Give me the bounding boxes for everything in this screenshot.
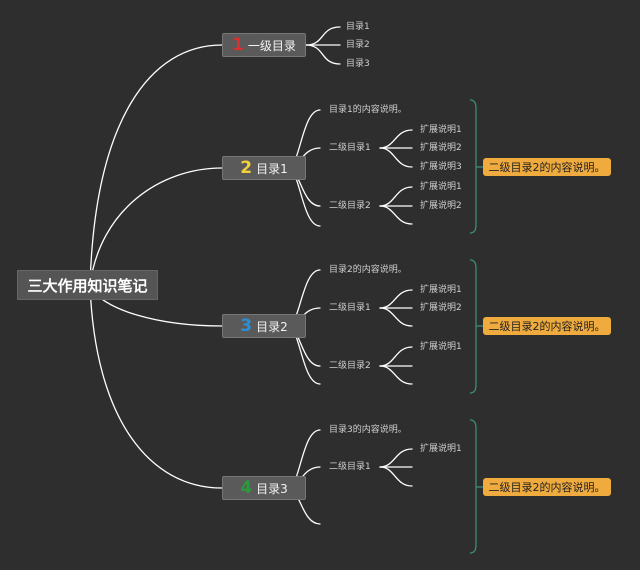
summary-bracket-b4 (469, 419, 477, 554)
summary-bracket-b3 (469, 259, 477, 394)
b3-desc[interactable]: 目录2的内容说明。 (329, 265, 407, 275)
connector-b4s1-leaf-1 (379, 448, 413, 468)
b2-sub1-leaf-1[interactable]: 扩展说明1 (420, 125, 462, 135)
branch-number-1: 1 (232, 34, 244, 55)
b4-desc[interactable]: 目录3的内容说明。 (329, 425, 407, 435)
b3-sub1-label[interactable]: 二级目录1 (329, 303, 371, 313)
branch-label-2: 目录1 (256, 161, 288, 176)
connector-b3s2-leaf-1 (379, 346, 413, 367)
b2-desc[interactable]: 目录1的内容说明。 (329, 105, 407, 115)
b3-sub1-leaf-1[interactable]: 扩展说明1 (420, 285, 462, 295)
connector-b3s1-leaf-3 (379, 307, 413, 327)
b2-sub2-leaf-2[interactable]: 扩展说明2 (420, 201, 462, 211)
b2-summary-note[interactable]: 二级目录2的内容说明。 (483, 158, 611, 176)
branch-label-4: 目录3 (256, 481, 288, 496)
connector-b4s1-leaf-3 (379, 466, 413, 487)
connector-b1-child-1 (305, 26, 341, 46)
connector-b2s2-leaf-1 (379, 186, 413, 207)
b3-sub2-leaf-1[interactable]: 扩展说明1 (420, 342, 462, 352)
branch-number-3: 3 (240, 315, 253, 336)
b3-sub1-leaf-2[interactable]: 扩展说明2 (420, 303, 462, 313)
connector-b2s1-leaf-3 (379, 147, 413, 168)
b1-child-1[interactable]: 目录1 (346, 22, 370, 32)
branch-label-3: 目录2 (256, 319, 288, 334)
branch-4-node[interactable]: 4 目录3 (222, 476, 306, 500)
b2-sub1-leaf-2[interactable]: 扩展说明2 (420, 143, 462, 153)
branch-number-2: 2 (240, 157, 253, 178)
branch-2-node[interactable]: 2 目录1 (222, 156, 306, 180)
branch-number-4: 4 (240, 477, 253, 498)
connector-b3s2-leaf-3 (379, 365, 413, 385)
b4-summary-note[interactable]: 二级目录2的内容说明。 (483, 478, 611, 496)
b1-child-2[interactable]: 目录2 (346, 40, 370, 50)
connector-b2s2-leaf-3 (379, 205, 413, 225)
branch-label-1: 一级目录 (247, 38, 296, 53)
b2-sub2-label[interactable]: 二级目录2 (329, 201, 371, 211)
b2-sub2-leaf-1[interactable]: 扩展说明1 (420, 182, 462, 192)
b3-sub2-label[interactable]: 二级目录2 (329, 361, 371, 371)
root-node[interactable]: 三大作用知识笔记 (17, 270, 158, 300)
b4-sub1-leaf-1[interactable]: 扩展说明1 (420, 444, 462, 454)
connector-root-branch-4 (89, 284, 223, 489)
connector-b2s1-leaf-1 (379, 129, 413, 149)
connector-b1-child-3 (305, 44, 341, 65)
summary-bracket-b2 (469, 99, 477, 234)
connector-root-branch-1 (89, 44, 223, 286)
b3-summary-note[interactable]: 二级目录2的内容说明。 (483, 317, 611, 335)
branch-1-node[interactable]: 1 一级目录 (222, 33, 306, 57)
connector-b3s1-leaf-1 (379, 289, 413, 309)
b4-sub1-label[interactable]: 二级目录1 (329, 462, 371, 472)
branch-3-node[interactable]: 3 目录2 (222, 314, 306, 338)
connector-root-branch-2 (89, 167, 223, 286)
b2-sub1-label[interactable]: 二级目录1 (329, 143, 371, 153)
b2-sub1-leaf-3[interactable]: 扩展说明3 (420, 162, 462, 172)
b1-child-3[interactable]: 目录3 (346, 59, 370, 69)
